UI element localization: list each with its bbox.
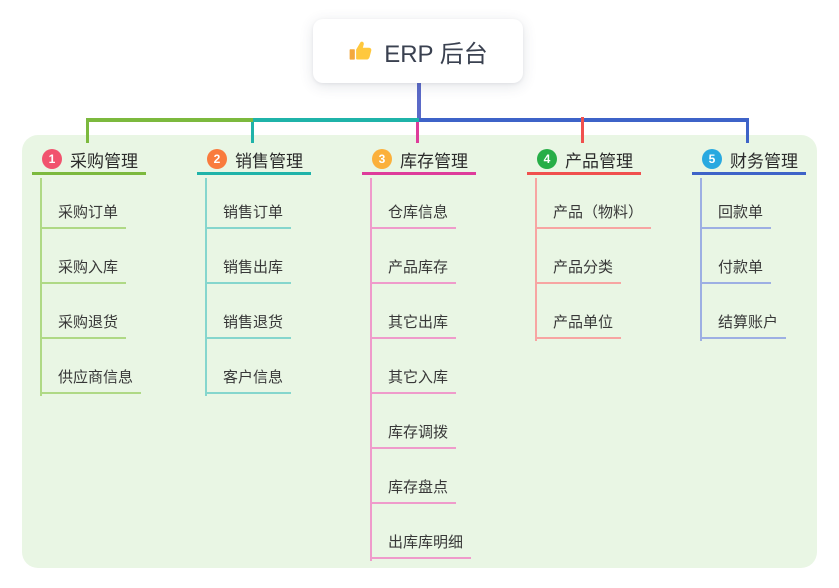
root-label: ERP 后台 (384, 40, 488, 68)
branch-item[interactable]: 仓库信息 (370, 203, 457, 229)
branch-item[interactable]: 付款单 (700, 258, 772, 284)
root-node[interactable]: ERP 后台 (313, 19, 523, 83)
branch-item[interactable]: 产品（物料） (535, 203, 652, 229)
branch-item[interactable]: 其它出库 (370, 313, 457, 339)
branch-item[interactable]: 库存调拨 (370, 423, 457, 449)
branch-item[interactable]: 销售退货 (205, 313, 292, 339)
branch-number-badge: 1 (42, 149, 62, 169)
branch-header[interactable]: 4 产品管理 (527, 146, 641, 175)
branch-number-badge: 5 (702, 149, 722, 169)
branch-label: 产品管理 (565, 151, 633, 171)
items-connector (700, 178, 702, 341)
branch-item[interactable]: 销售订单 (205, 203, 292, 229)
branch-item[interactable]: 销售出库 (205, 258, 292, 284)
items-connector (535, 178, 537, 341)
branch-item[interactable]: 出库库明细 (370, 533, 472, 559)
branch-drop-connector (581, 117, 584, 143)
branch-header[interactable]: 2 销售管理 (197, 146, 311, 175)
items-connector (370, 178, 372, 561)
items-connector (40, 178, 42, 396)
branch-number-badge: 2 (207, 149, 227, 169)
branch-item[interactable]: 其它入库 (370, 368, 457, 394)
branch-item[interactable]: 产品分类 (535, 258, 622, 284)
branch-number-badge: 4 (537, 149, 557, 169)
branch-label: 库存管理 (400, 151, 468, 171)
branch-item[interactable]: 采购订单 (40, 203, 127, 229)
branch-number-badge: 3 (372, 149, 392, 169)
branch-label: 财务管理 (730, 151, 798, 171)
branch-item[interactable]: 采购入库 (40, 258, 127, 284)
thumbs-up-icon (348, 38, 374, 64)
branch-item[interactable]: 库存盘点 (370, 478, 457, 504)
branch-item[interactable]: 结算账户 (700, 313, 787, 339)
items-connector (205, 178, 207, 396)
bus-segment-left (86, 118, 253, 122)
branch-item[interactable]: 供应商信息 (40, 368, 142, 394)
branch-item[interactable]: 产品单位 (535, 313, 622, 339)
branch-label: 销售管理 (235, 151, 303, 171)
branch-item[interactable]: 产品库存 (370, 258, 457, 284)
root-connector (417, 83, 421, 118)
branch-drop-connector (86, 122, 89, 143)
branches-panel (22, 135, 817, 568)
branch-item[interactable]: 客户信息 (205, 368, 292, 394)
branch-header[interactable]: 3 库存管理 (362, 146, 476, 175)
bus-segment-center (253, 118, 419, 122)
branch-header[interactable]: 1 采购管理 (32, 146, 146, 175)
branch-drop-connector (746, 122, 749, 143)
branch-item[interactable]: 采购退货 (40, 313, 127, 339)
branch-label: 采购管理 (70, 151, 138, 171)
branch-drop-connector (416, 122, 419, 143)
branch-drop-connector (251, 122, 254, 143)
branch-item[interactable]: 回款单 (700, 203, 772, 229)
bus-segment-right (419, 118, 749, 122)
branch-header[interactable]: 5 财务管理 (692, 146, 806, 175)
